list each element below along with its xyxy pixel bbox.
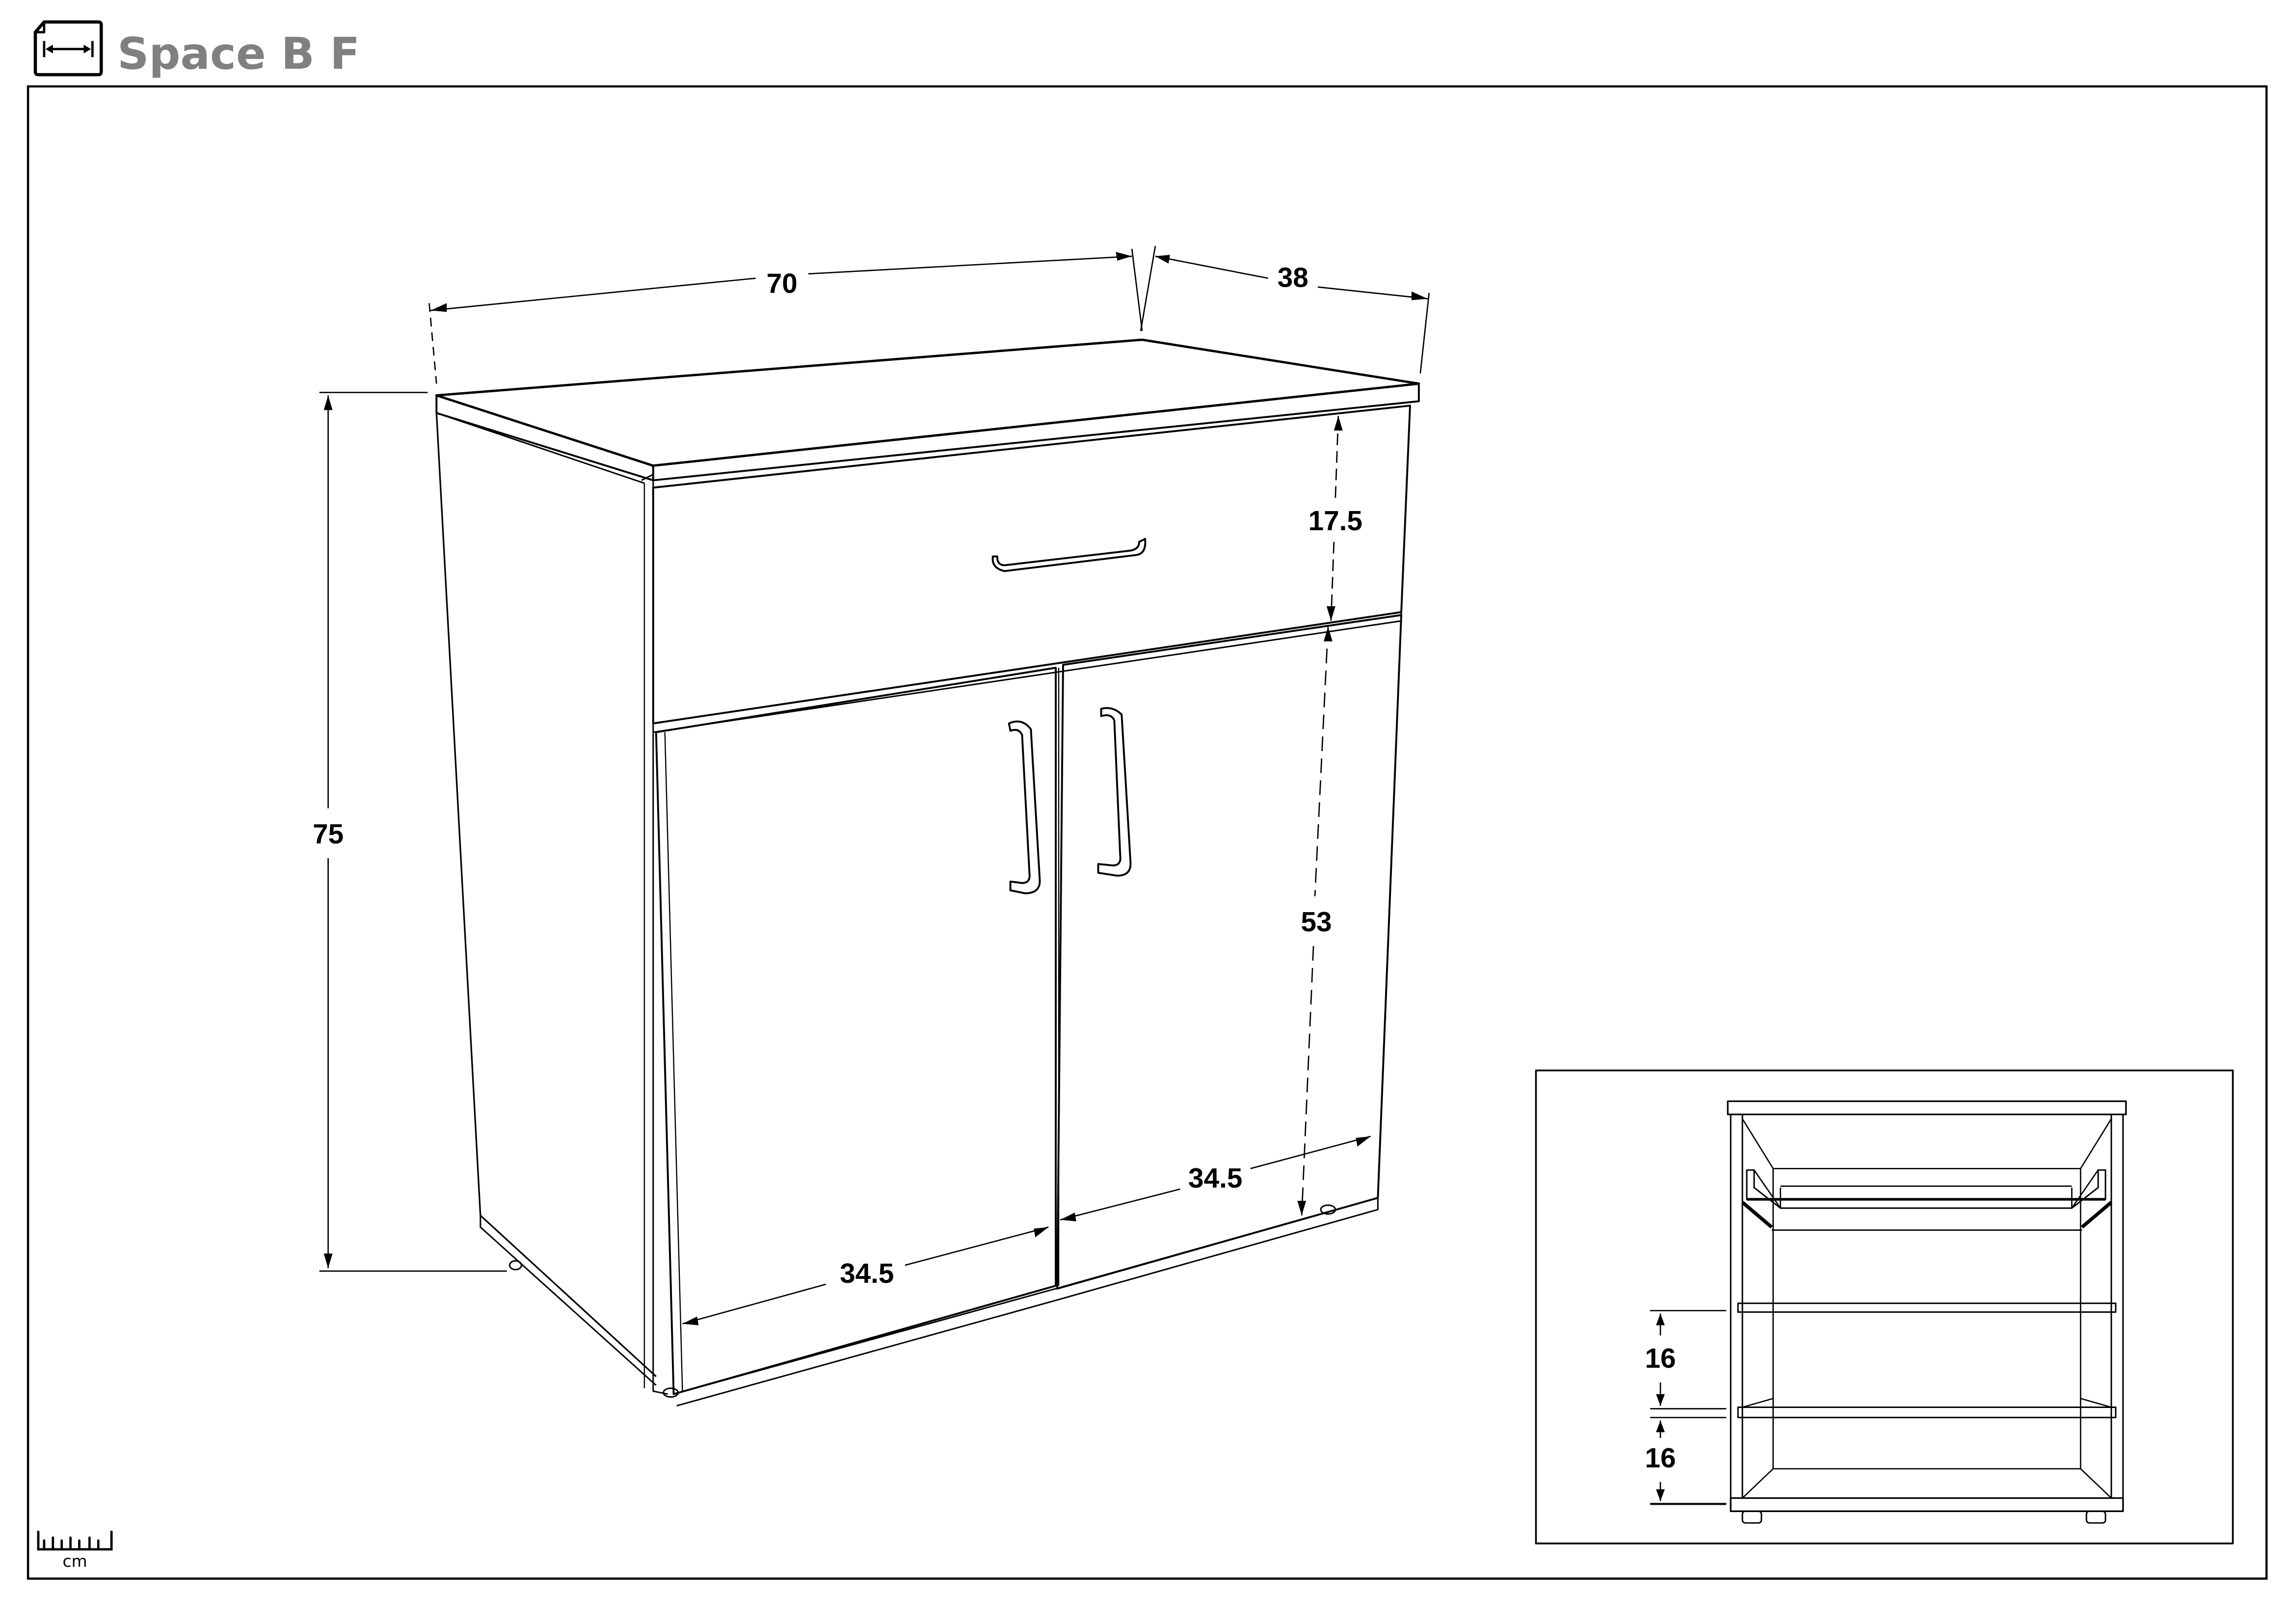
drawing-frame (27, 85, 2268, 1580)
dimension-lines (319, 245, 1430, 1325)
unit-label: cm (63, 1552, 87, 1571)
inset-frame (1535, 1069, 2234, 1544)
dimension-height-label: 75 (313, 819, 344, 850)
dimension-right-door-width-label: 34.5 (1188, 1163, 1242, 1194)
dimension-door-height-label: 53 (1301, 907, 1332, 938)
dimension-drawer-height-label: 17.5 (1308, 506, 1362, 537)
cabinet-isometric-view (435, 338, 1420, 1407)
ruler-icon (37, 1530, 113, 1551)
lower-shelf-spacing-label: 16 (1645, 1443, 1676, 1474)
dimension-left-door-width-label: 34.5 (840, 1258, 894, 1289)
dimension-arrowheads (323, 252, 1428, 1326)
dimension-width-label: 70 (767, 269, 798, 299)
dimension-depth-label: 38 (1278, 263, 1308, 294)
dimensions-document-icon (33, 20, 103, 77)
upper-shelf-spacing-label: 16 (1645, 1343, 1676, 1374)
interior-inset-view (1535, 1069, 2234, 1544)
inset-arrowheads (1656, 1313, 1665, 1501)
product-title: Space B F (117, 28, 360, 80)
